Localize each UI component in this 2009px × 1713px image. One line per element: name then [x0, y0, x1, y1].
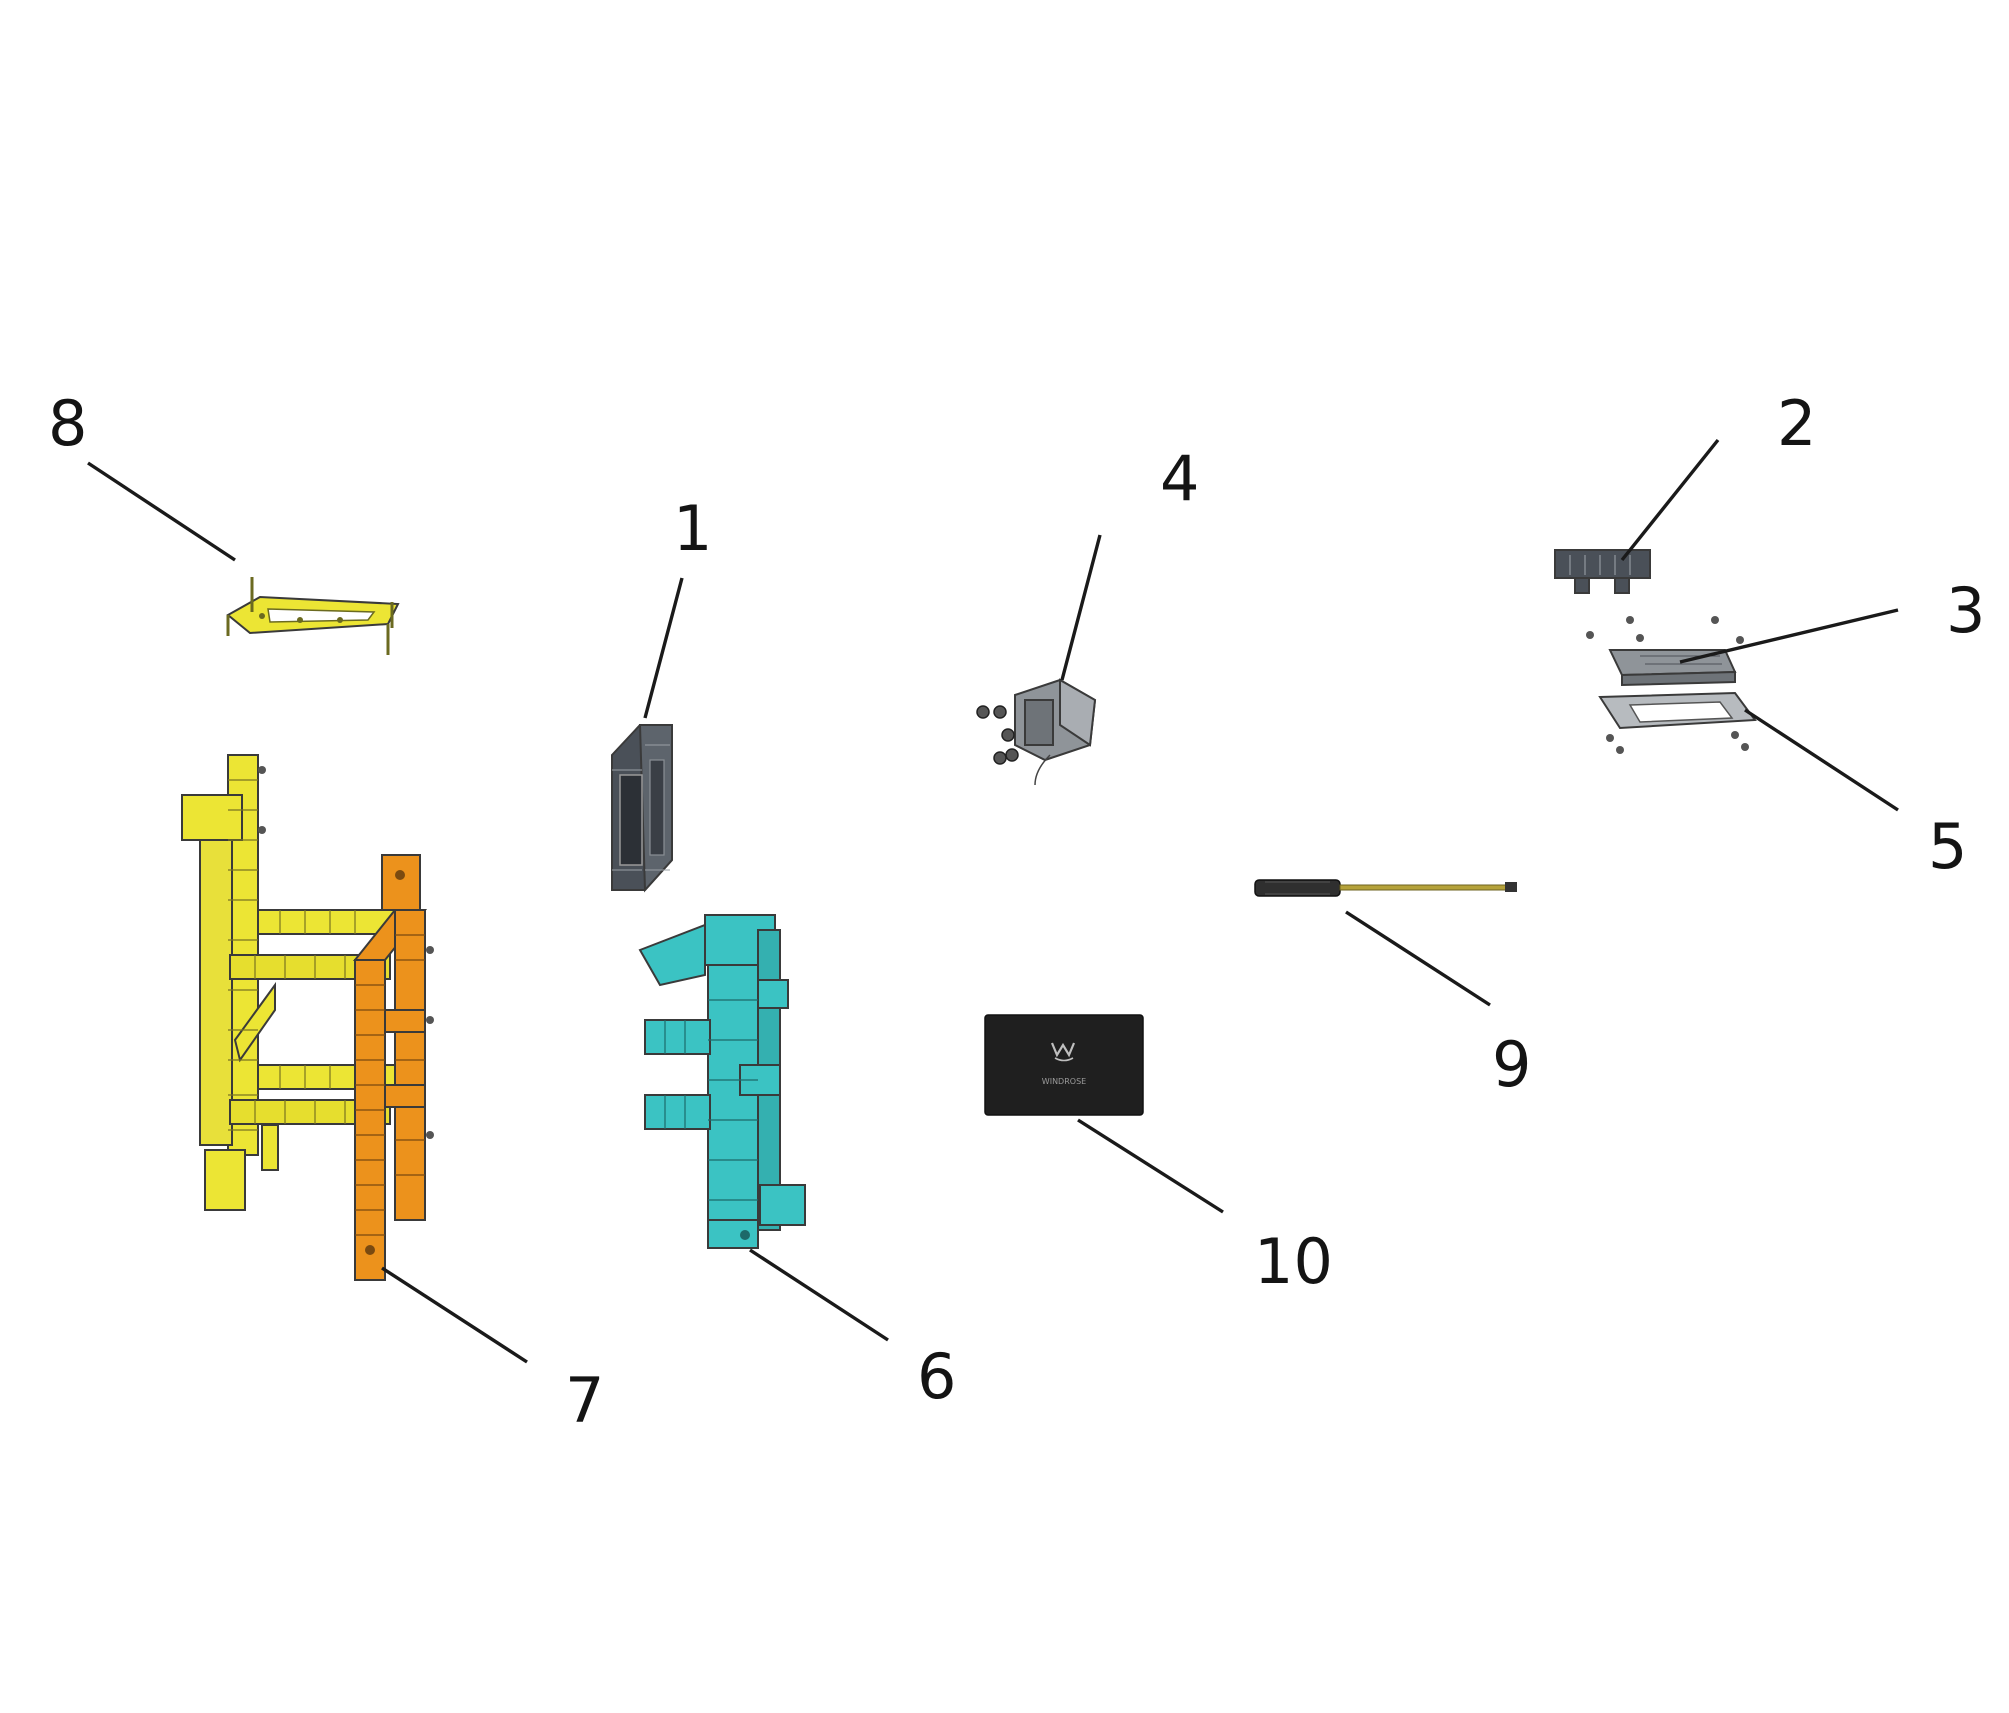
gasket-frame-icon [1598, 691, 1757, 754]
screwdriver-icon [1254, 879, 1517, 897]
callout-10: 10 [1254, 1225, 1333, 1298]
teal-bracket-icon [638, 914, 806, 1249]
callout-3: 3 [1946, 574, 1985, 647]
leader-line-9 [1345, 910, 1491, 1007]
callout-9: 9 [1492, 1028, 1531, 1101]
yellow-top-frame-icon [226, 577, 400, 655]
leader-line-3 [1679, 608, 1899, 664]
callout-7: 7 [565, 1364, 604, 1437]
callout-8: 8 [48, 387, 87, 460]
dark-grey-module-icon [611, 724, 673, 893]
grey-actuator-icon [976, 678, 1097, 786]
leader-line-5 [1744, 708, 1899, 812]
callout-1: 1 [673, 492, 712, 565]
callout-2: 2 [1777, 387, 1816, 460]
orange-frame-icon [181, 754, 434, 1281]
callout-4: 4 [1160, 442, 1199, 515]
leader-line-10 [1077, 1118, 1224, 1214]
leader-line-8 [87, 461, 236, 562]
black-card-icon: WINDROSE [984, 1014, 1144, 1116]
leader-line-2 [1620, 438, 1720, 562]
grey-cover-plate-icon [1586, 616, 1744, 687]
callout-6: 6 [917, 1340, 956, 1413]
dark-connector-icon [1554, 549, 1651, 594]
leader-line-6 [749, 1248, 889, 1342]
leader-lines [87, 438, 1899, 1364]
leader-line-7 [381, 1266, 528, 1364]
callout-5: 5 [1928, 810, 1967, 883]
card-logo-text: WINDROSE [1042, 1077, 1086, 1086]
callout-labels: 8 1 4 2 3 5 9 10 6 7 [48, 387, 1985, 1437]
leader-line-4 [1060, 534, 1102, 681]
leader-line-1 [643, 577, 684, 719]
